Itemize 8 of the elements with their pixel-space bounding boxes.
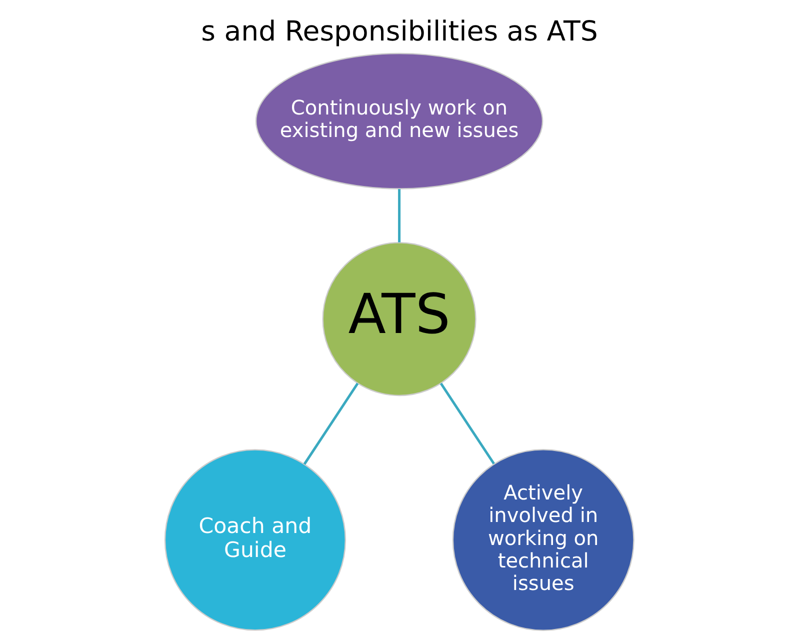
connector bbox=[398, 189, 401, 242]
diagram-title: s and Responsibilities as ATS bbox=[201, 15, 598, 48]
node-circle: ATS bbox=[322, 242, 476, 396]
node-circle: Coach and Guide bbox=[164, 449, 346, 631]
connector bbox=[303, 382, 359, 465]
node-ellipse: Continuously work on existing and new issues bbox=[255, 52, 544, 190]
node-circle: Actively involved in working on technical issues bbox=[452, 448, 634, 632]
connector bbox=[440, 382, 495, 464]
